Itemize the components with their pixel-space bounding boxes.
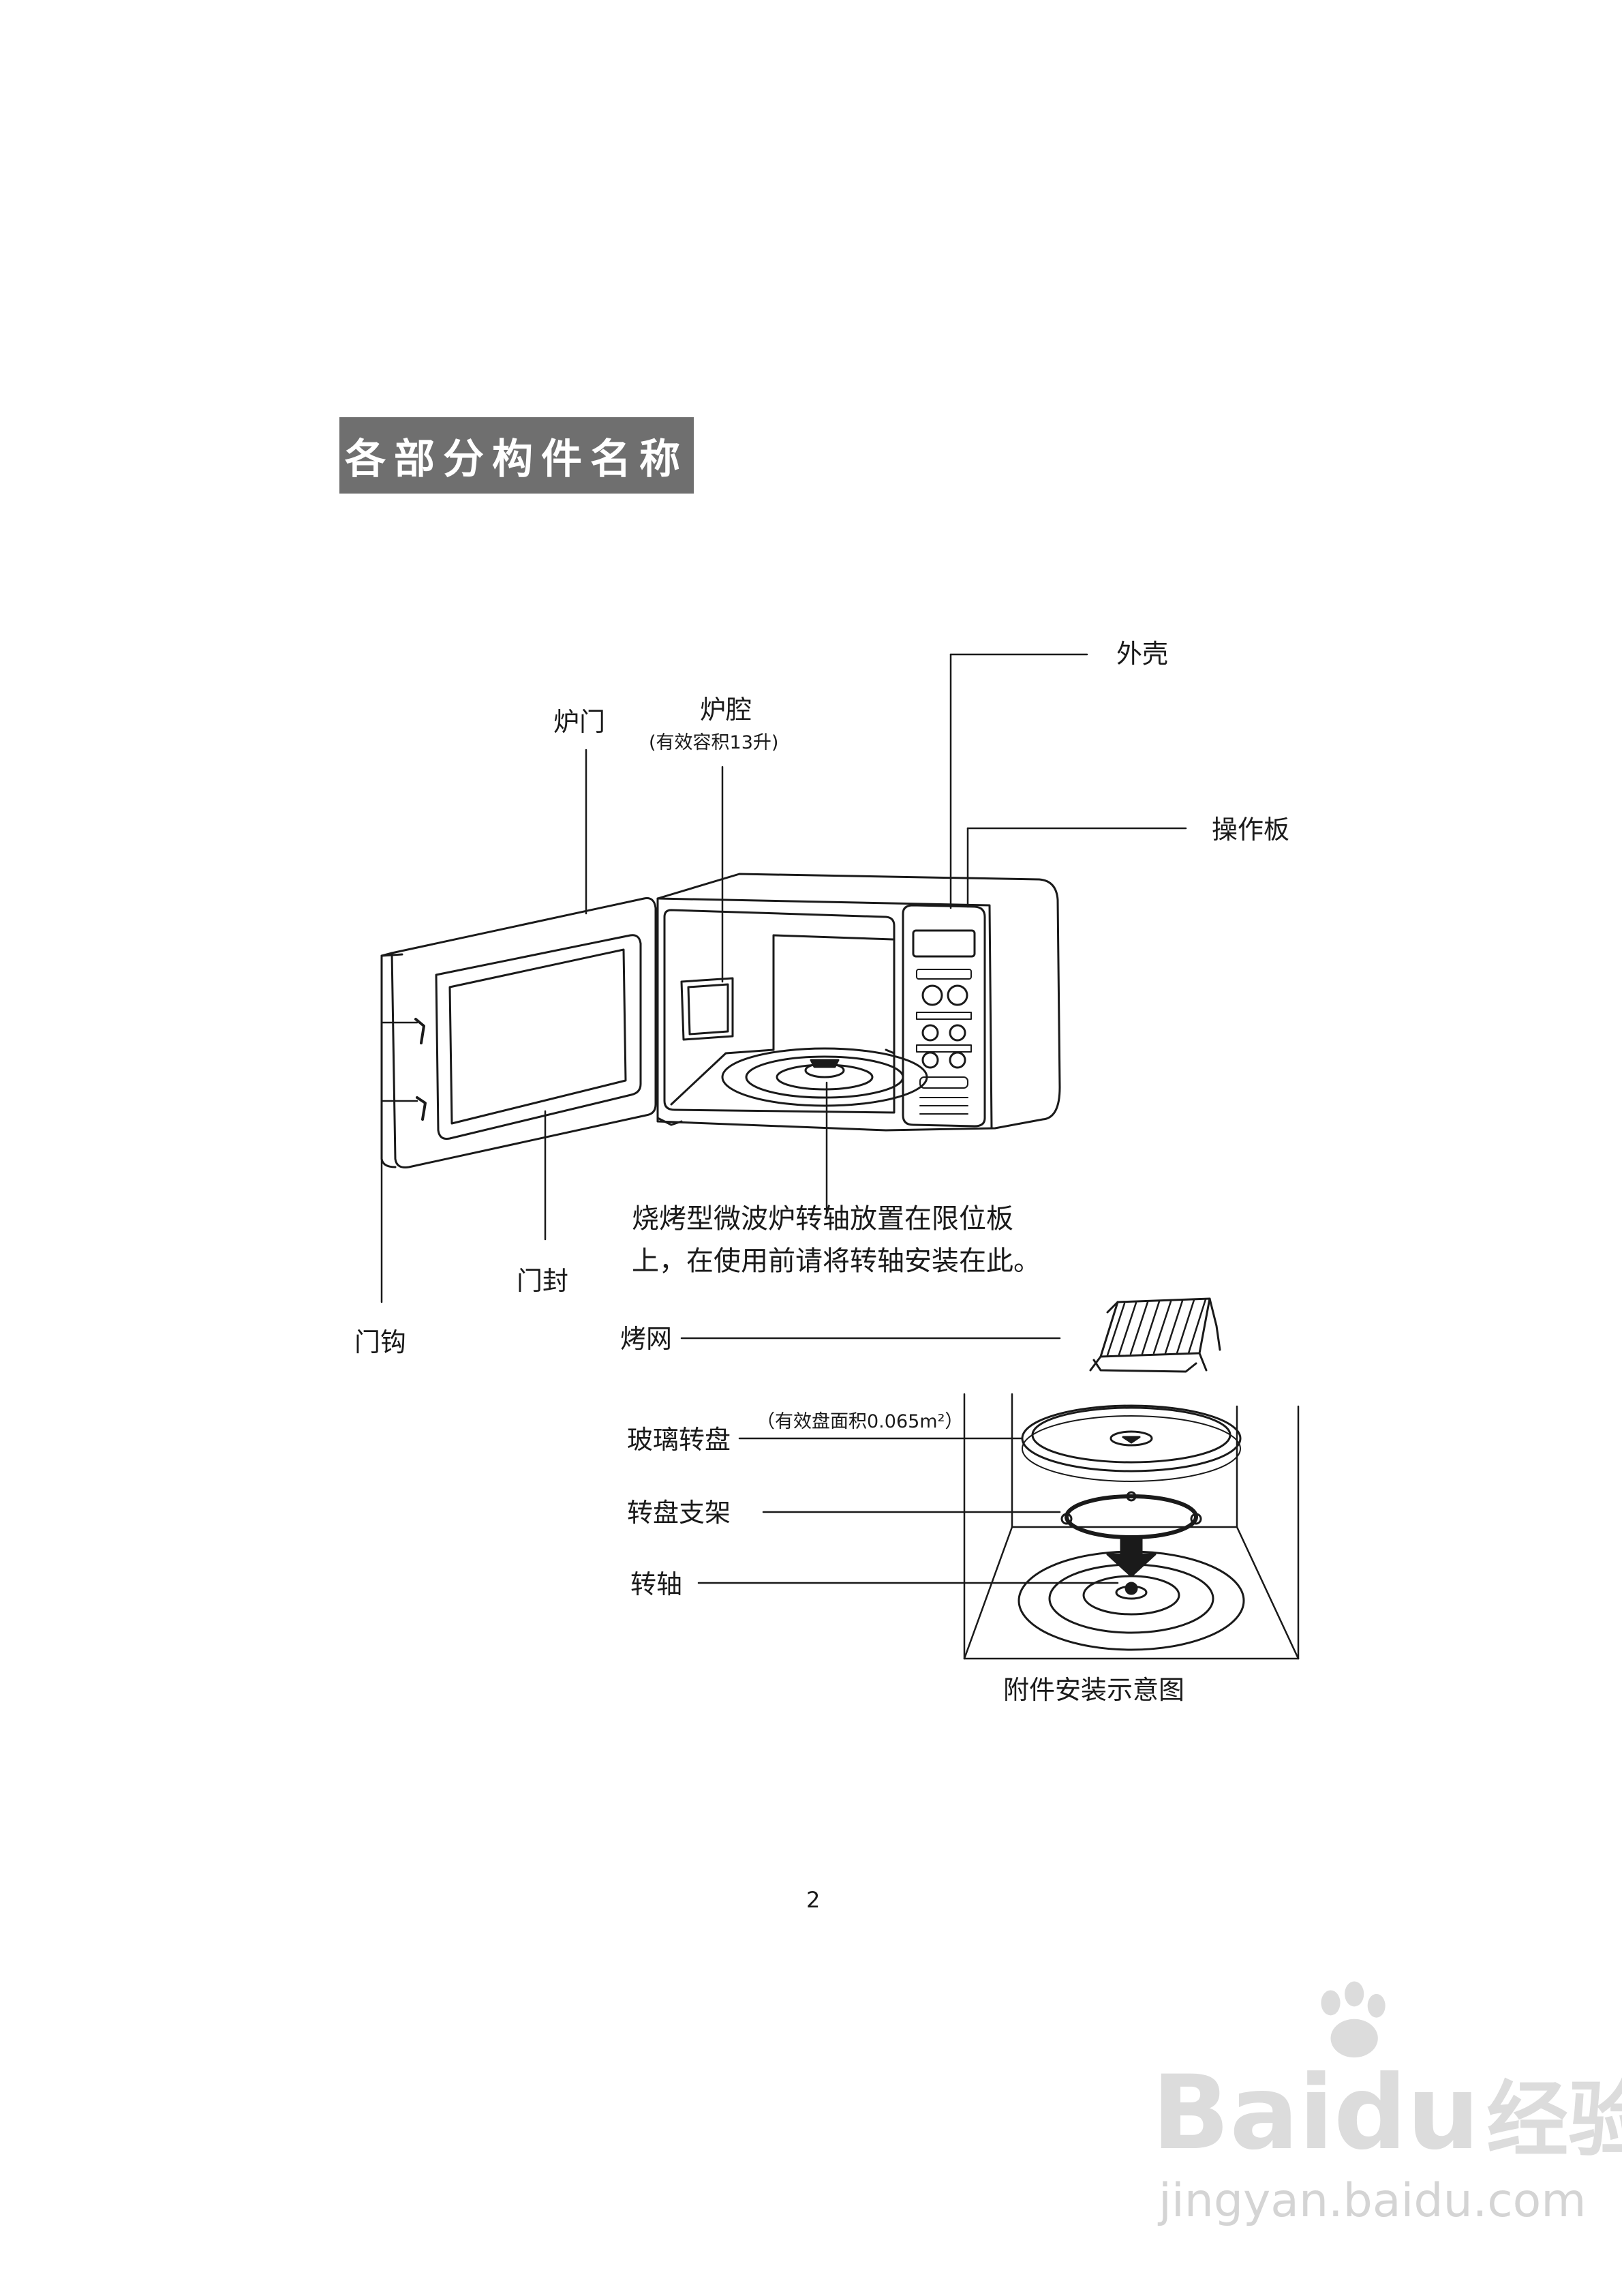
label-shaft: 转轴: [630, 1569, 683, 1599]
leader-lines: [380, 653, 1187, 1584]
section-title-box: 各部分构件名称: [339, 417, 694, 494]
section-title: 各部分构件名称: [345, 435, 688, 483]
label-shell: 外壳: [1116, 639, 1169, 669]
label-cavity: 炉腔: [700, 695, 752, 725]
label-shaft-note-line1: 烧烤型微波炉转轴放置在限位板: [632, 1203, 1013, 1235]
label-glass-tray: 玻璃转盘: [627, 1425, 731, 1455]
label-cavity-note: (有效容积13升): [649, 732, 779, 753]
watermark-url: jingyan.baidu.com: [1159, 2174, 1587, 2228]
label-shaft-note-line2: 上，在使用前请将转轴安装在此。: [632, 1245, 1041, 1277]
paw-icon: [1321, 1981, 1386, 2058]
page-number: 2: [806, 1887, 821, 1913]
label-tray-support: 转盘支架: [627, 1498, 731, 1528]
label-door-hook: 门钩: [354, 1327, 407, 1357]
label-door: 炉门: [553, 707, 606, 737]
label-door-seal: 门封: [517, 1266, 569, 1296]
watermark-brand-suffix: du: [1333, 2054, 1480, 2173]
accessory-diagram: [963, 1297, 1300, 1660]
watermark-service: 经验: [1486, 2073, 1622, 2168]
label-glass-tray-note: （有效盘面积0.065m²）: [756, 1411, 964, 1432]
label-grill-rack: 烤网: [620, 1324, 673, 1354]
label-control-panel: 操作板: [1212, 815, 1290, 845]
accessory-caption: 附件安装示意图: [1003, 1675, 1185, 1705]
watermark-brand: Bai: [1152, 2054, 1334, 2173]
microwave-body: [656, 873, 1061, 1132]
